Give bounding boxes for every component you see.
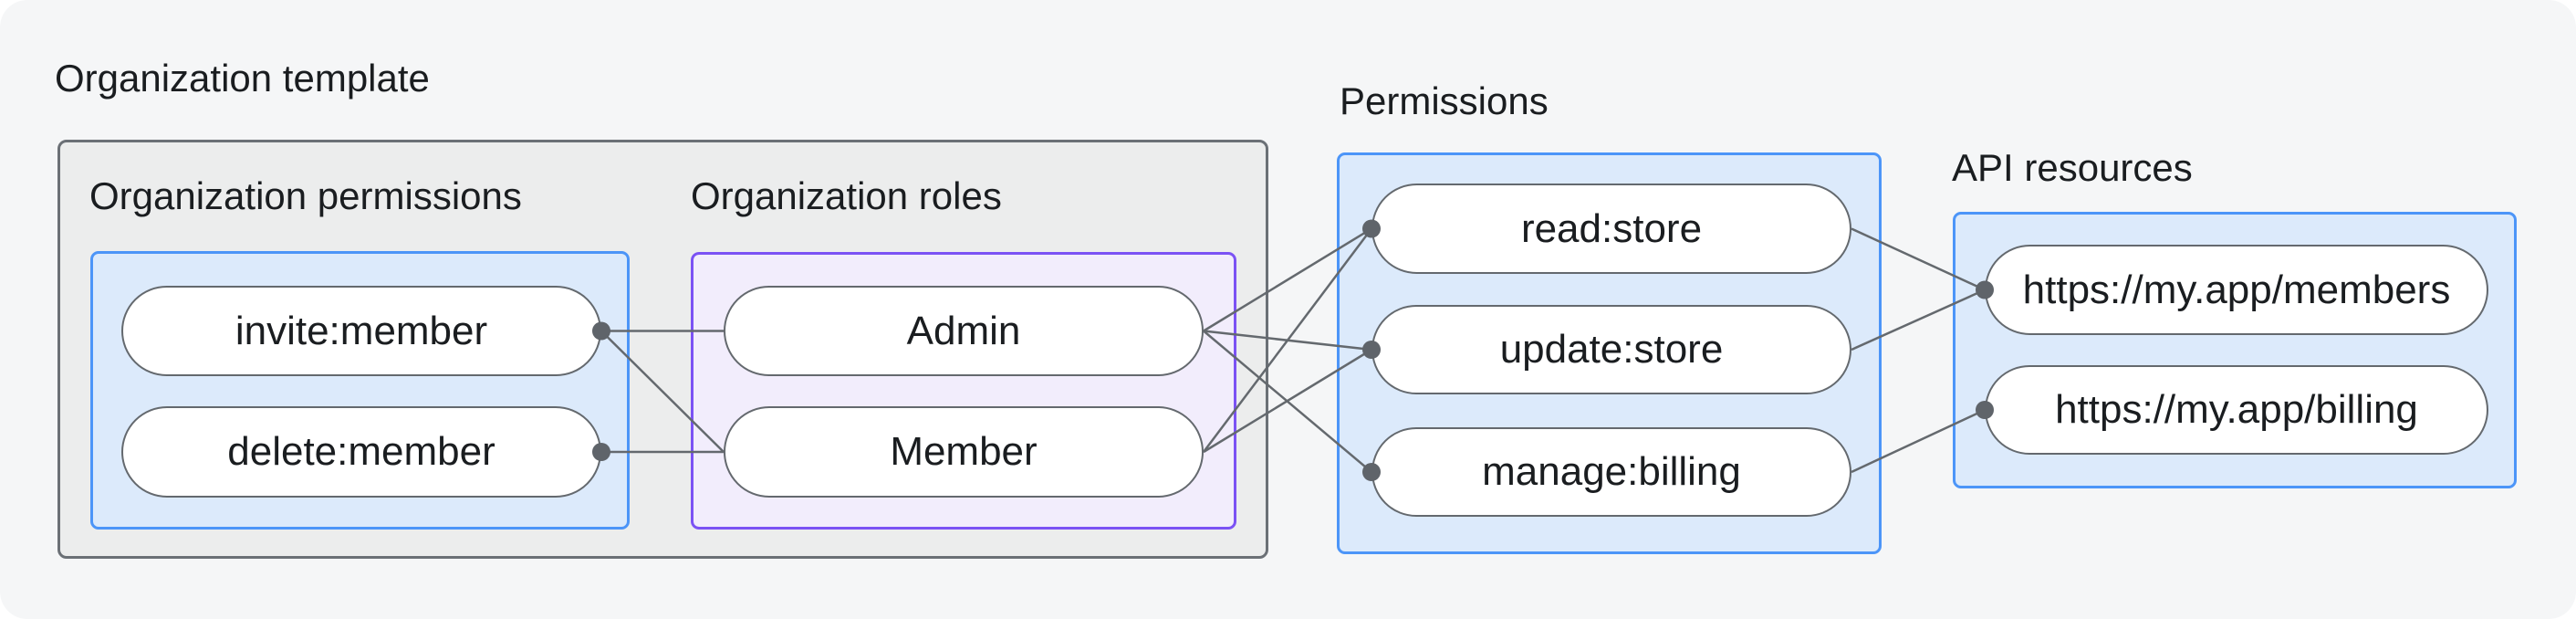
node-pill: read:store bbox=[1371, 184, 1851, 274]
node-pill: manage:billing bbox=[1371, 427, 1851, 517]
node-pill: delete:member bbox=[121, 406, 601, 498]
node-pill: Member bbox=[724, 406, 1204, 498]
node-pill: update:store bbox=[1371, 305, 1851, 394]
org-template-title: Organization template bbox=[55, 57, 430, 100]
node-pill: https://my.app/members bbox=[1985, 245, 2488, 335]
node-pill: Admin bbox=[724, 286, 1204, 376]
node-pill: invite:member bbox=[121, 286, 601, 376]
node-pill: https://my.app/billing bbox=[1985, 365, 2488, 455]
permissions-label: Permissions bbox=[1340, 79, 1549, 122]
api-resources-label: API resources bbox=[1952, 146, 2193, 189]
org-roles-label: Organization roles bbox=[691, 174, 1002, 217]
org-permissions-label: Organization permissions bbox=[89, 174, 522, 217]
